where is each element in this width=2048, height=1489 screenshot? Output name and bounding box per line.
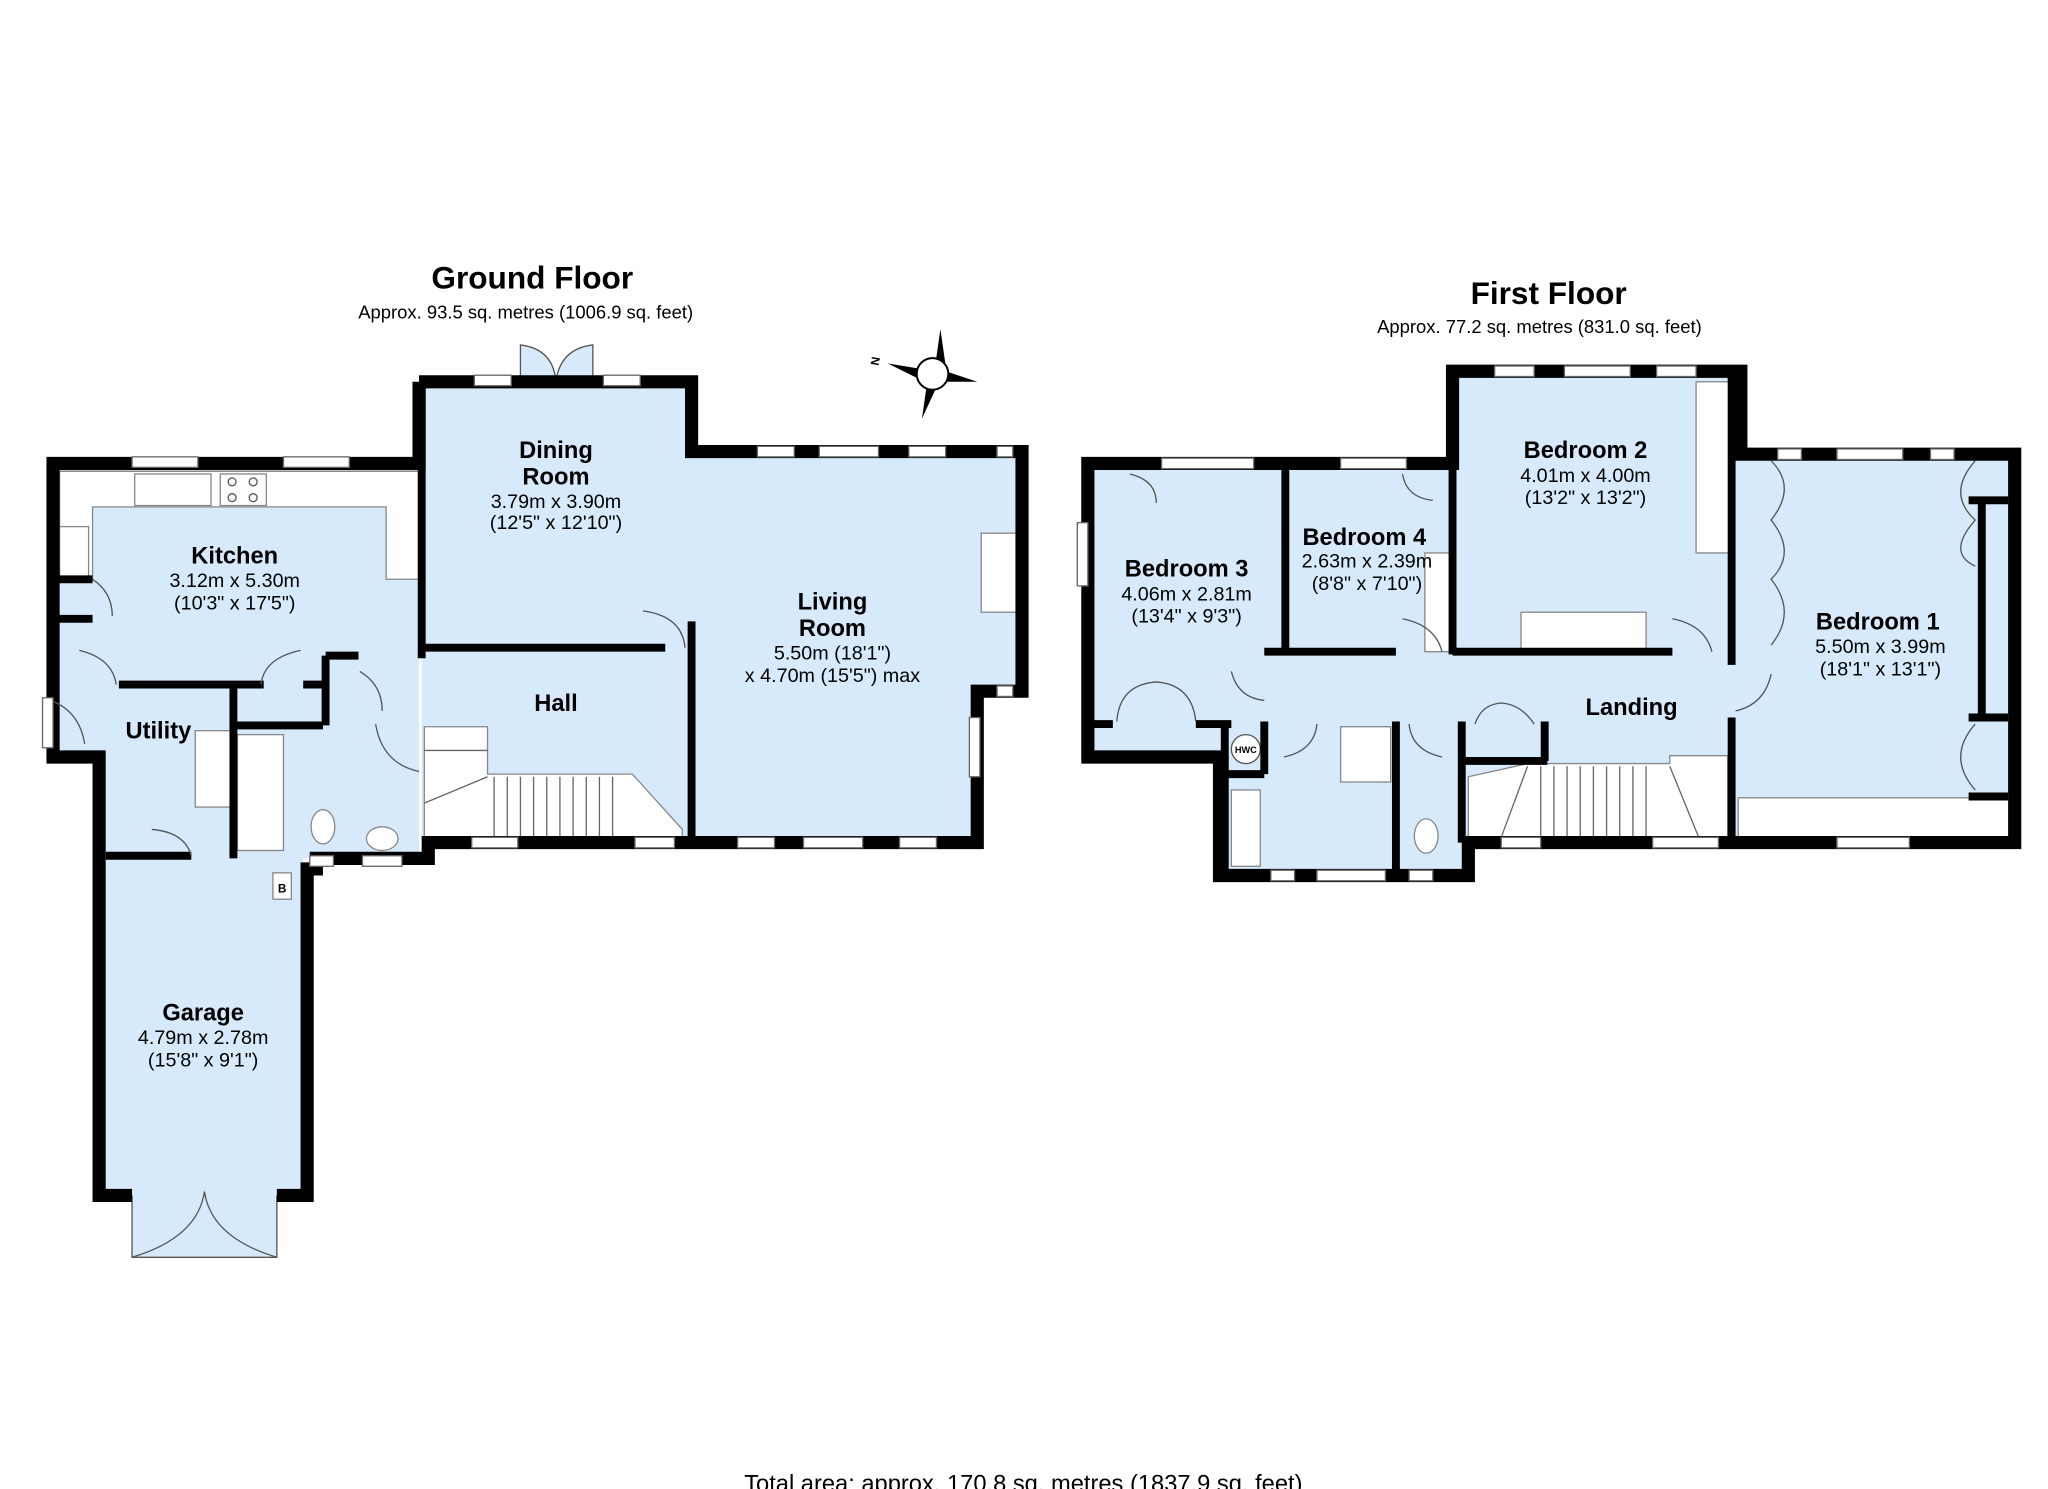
kitchen-dim-m: 3.12m x 5.30m bbox=[169, 570, 300, 592]
bedroom-2-cupboard bbox=[1695, 381, 1731, 554]
garage-door bbox=[131, 1195, 278, 1258]
bedroom-4-cupboard bbox=[1424, 552, 1452, 653]
first-floor-internal-walls bbox=[1087, 371, 2009, 876]
living-dim-ft: x 4.70m (15'5") max bbox=[745, 665, 920, 687]
ground-floor-title: Ground Floor bbox=[431, 259, 633, 295]
garage-dim-ft: (15'8" x 9'1") bbox=[148, 1049, 258, 1071]
first-floor-area: Approx. 77.2 sq. metres (831.0 sq. feet) bbox=[1377, 316, 1702, 337]
landing-name: Landing bbox=[1586, 695, 1678, 721]
living-name-2: Room bbox=[799, 616, 866, 642]
bath-tub-icon bbox=[1230, 789, 1261, 867]
ground-floor-area: Approx. 93.5 sq. metres (1006.9 sq. feet… bbox=[358, 302, 693, 323]
first-floor-stairs bbox=[1467, 755, 1729, 838]
compass-north-label: N bbox=[868, 356, 883, 367]
bedroom-1-dim-ft: (18'1" x 13'1") bbox=[1820, 658, 1941, 680]
dining-room-area bbox=[421, 384, 692, 651]
bedroom-1-dim-m: 5.50m x 3.99m bbox=[1815, 636, 1946, 658]
dining-dim-m: 3.79m x 3.90m bbox=[491, 491, 622, 513]
bedroom-3-dim-m: 4.06m x 2.81m bbox=[1121, 583, 1252, 605]
garage-door-swing bbox=[131, 1191, 278, 1258]
bath-icon bbox=[236, 733, 285, 852]
garage-name: Garage bbox=[162, 1000, 244, 1026]
toilet-icon bbox=[310, 809, 336, 845]
ground-floor-internal-walls bbox=[55, 381, 696, 860]
bedroom-2-wardrobe bbox=[1520, 611, 1647, 653]
first-floor-outer-walls bbox=[1081, 364, 2022, 883]
bedroom-4-dim-m: 2.63m x 2.39m bbox=[1302, 550, 1433, 572]
living-name-1: Living bbox=[798, 590, 868, 616]
first-floor-title: First Floor bbox=[1471, 275, 1627, 311]
hwc-label: HWC bbox=[1235, 745, 1257, 755]
bedroom-2-dim-ft: (13'2" x 13'2") bbox=[1525, 487, 1646, 509]
total-area: Total area: approx. 170.8 sq. metres (18… bbox=[744, 1472, 1302, 1489]
bedroom-2-name: Bedroom 2 bbox=[1524, 438, 1648, 464]
toilet-icon-ff bbox=[1413, 818, 1439, 854]
bedroom-4-name: Bedroom 4 bbox=[1302, 525, 1427, 551]
hob-icon bbox=[219, 473, 267, 507]
bedroom-3-name: Bedroom 3 bbox=[1125, 557, 1249, 583]
garage-area bbox=[105, 858, 304, 1196]
utility-name: Utility bbox=[125, 719, 192, 745]
ground-floor-plan: B Ground Floor Approx. 93.5 sq. metres (… bbox=[41, 259, 1029, 1258]
ground-floor-windows bbox=[41, 374, 1014, 867]
first-floor-plan: HWC bbox=[1076, 275, 2022, 883]
bedroom-3-dim-ft: (13'4" x 9'3") bbox=[1131, 606, 1241, 628]
kitchen-sink-icon bbox=[134, 473, 212, 507]
garage-dim-m: 4.79m x 2.78m bbox=[138, 1027, 269, 1049]
boiler-label: B bbox=[278, 882, 287, 896]
boiler bbox=[272, 872, 293, 900]
utility-sink-icon bbox=[194, 730, 233, 808]
bedroom-2-area bbox=[1452, 375, 1736, 652]
kitchen-utility-area bbox=[55, 467, 420, 859]
basin-icon bbox=[365, 826, 399, 852]
hall-name: Hall bbox=[534, 691, 577, 717]
bedroom-1-area bbox=[1735, 458, 2013, 838]
ground-floor-door-swings bbox=[50, 578, 686, 856]
bedroom-1-strip bbox=[1737, 797, 2011, 838]
bedroom-1-name: Bedroom 1 bbox=[1816, 609, 1940, 635]
shower-icon bbox=[1339, 726, 1392, 783]
kitchen-name: Kitchen bbox=[191, 543, 278, 569]
dining-name-2: Room bbox=[522, 464, 589, 490]
living-room-area bbox=[691, 458, 1017, 838]
bedroom-4-dim-ft: (8'8" x 7'10") bbox=[1312, 573, 1422, 595]
first-floor-windows bbox=[1076, 365, 1955, 882]
kitchen-dim-ft: (10'3" x 17'5") bbox=[174, 593, 295, 615]
dining-name-1: Dining bbox=[519, 438, 593, 464]
fireplace bbox=[980, 532, 1018, 613]
living-dim-m: 5.50m (18'1") bbox=[774, 643, 891, 665]
compass-icon: N bbox=[868, 329, 978, 419]
bedroom-2-dim-m: 4.01m x 4.00m bbox=[1520, 465, 1651, 487]
dining-dim-ft: (12'5" x 12'10") bbox=[490, 512, 622, 534]
appliance-icon bbox=[58, 525, 90, 578]
first-floor-door-swings bbox=[1116, 460, 1977, 791]
